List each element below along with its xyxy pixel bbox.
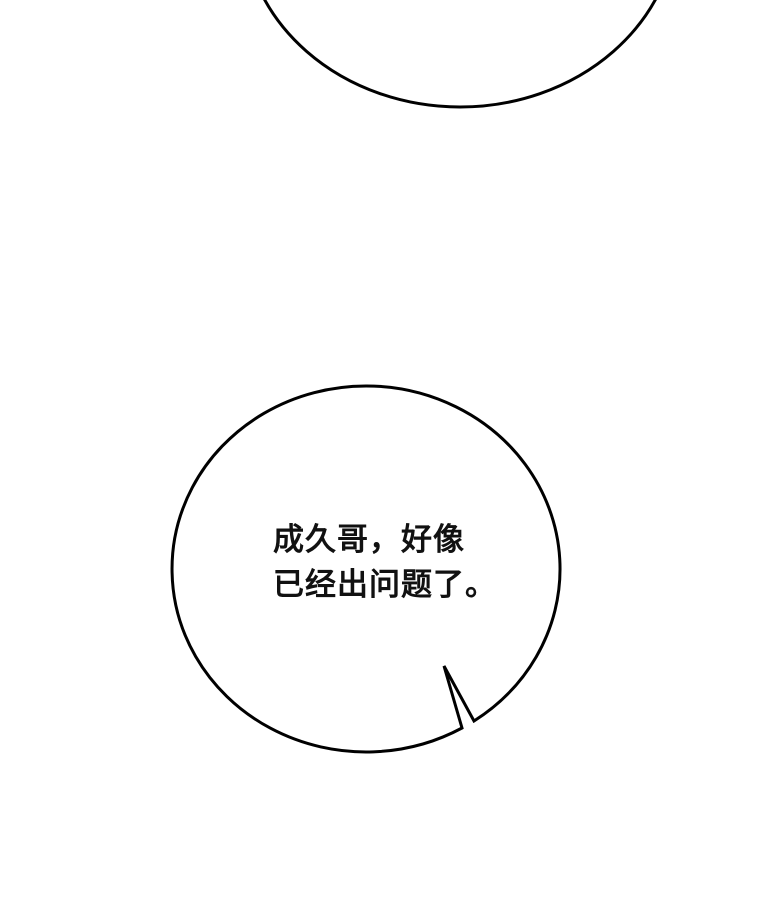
speech-bubble-top: [263, 0, 657, 109]
speech-line-2: 已经出问题了。: [273, 567, 497, 603]
speech-bubble-main: [170, 384, 562, 754]
speech-bubble-text: 成久哥，好像 已经出问题了。: [273, 518, 497, 608]
speech-line-1: 成久哥，好像: [273, 522, 465, 558]
